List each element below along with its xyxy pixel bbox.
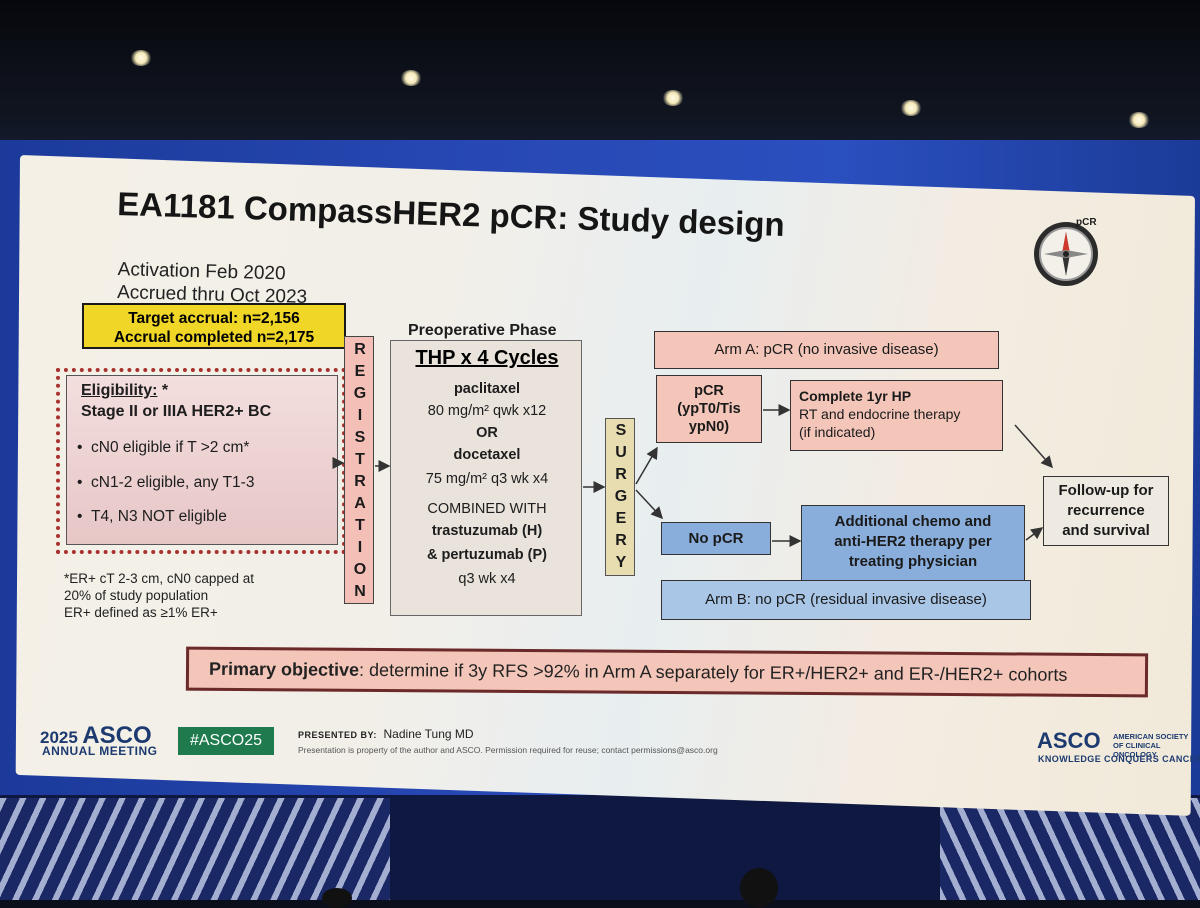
eligibility-stage: Stage II or IIIA HER2+ BC xyxy=(81,403,272,420)
accrual-box: Target accrual: n=2,156 Accrual complete… xyxy=(82,303,346,349)
registration-letter: A xyxy=(354,495,366,512)
surgery-letter: G xyxy=(614,488,628,505)
footnote-line: ER+ defined as ≥1% ER+ xyxy=(64,605,218,620)
surgery-letter: U xyxy=(615,444,627,461)
surgery-letter: R xyxy=(615,466,627,483)
disclaimer: Presentation is property of the author a… xyxy=(298,745,718,755)
surgery-letter: Y xyxy=(615,554,627,571)
regimen-line: OR xyxy=(476,425,498,441)
thp-regimen-box: THP x 4 Cycles paclitaxel 80 mg/m² qwk x… xyxy=(390,340,582,616)
registration-letter: T xyxy=(355,517,365,534)
ceiling-light xyxy=(900,100,922,116)
arrow-surgery-to-no-pcr xyxy=(635,489,664,520)
footnote-line: *ER+ cT 2-3 cm, cN0 capped at xyxy=(64,571,254,586)
objective-label: Primary objective xyxy=(208,658,360,680)
stage-decor-left xyxy=(0,798,390,900)
arrow-surgery-to-pcr xyxy=(635,446,658,485)
stage-decor-right xyxy=(940,798,1200,900)
presenter-line: PRESENTED BY: Nadine Tung MD xyxy=(298,727,474,741)
regimen-line: 75 mg/m² q3 wk x4 xyxy=(425,471,549,487)
complete-hp-box: Complete 1yr HP RT and endocrine therapy… xyxy=(790,380,1003,451)
registration-letter: R xyxy=(354,341,366,358)
surgery-letter: R xyxy=(615,532,627,549)
regimen-line: COMBINED WITH xyxy=(427,501,547,517)
arrow-chemo-to-followup xyxy=(1025,527,1044,541)
hashtag-badge: #ASCO25 xyxy=(178,727,274,755)
eligibility-asterisk: * xyxy=(157,382,169,399)
footnote-line: 20% of study population xyxy=(64,588,209,603)
asco-society-logo: ASCO xyxy=(1037,728,1101,754)
arrow-hp-to-followup xyxy=(1014,424,1053,469)
surgery-column: S U R G E R Y xyxy=(605,418,635,576)
compass-label: pCR xyxy=(1076,217,1097,228)
ceiling-light xyxy=(130,50,152,66)
chemo-line: Additional chemo and xyxy=(834,513,992,530)
registration-letter: E xyxy=(354,363,366,380)
eligibility-item: • T4, N3 NOT eligible xyxy=(77,508,227,525)
eligibility-box: Eligibility: * Stage II or IIIA HER2+ BC… xyxy=(66,375,338,545)
no-pcr-box: No pCR xyxy=(661,522,771,555)
target-accrual: Target accrual: n=2,156 xyxy=(128,310,300,327)
society-name: AMERICAN SOCIETY OF CLINICAL ONCOLOGY xyxy=(1113,732,1189,759)
primary-objective-box: Primary objective: determine if 3y RFS >… xyxy=(185,646,1149,698)
surgery-letter: S xyxy=(615,422,627,439)
thp-title: THP x 4 Cycles xyxy=(415,347,559,369)
ceiling-light xyxy=(400,70,422,86)
arm-a-box: Arm A: pCR (no invasive disease) xyxy=(654,331,999,369)
registration-letter: I xyxy=(357,539,363,556)
meeting-year: 2025 xyxy=(40,728,78,747)
regimen-line: trastuzumab (H) xyxy=(431,523,543,539)
hp-line: (if indicated) xyxy=(799,424,876,440)
asco-wordmark-right: ASCO xyxy=(1037,728,1101,753)
registration-column: R E G I S T R A T I O N xyxy=(344,336,374,604)
surgery-letter: E xyxy=(615,510,627,527)
regimen-line: paclitaxel xyxy=(453,381,521,397)
asco-tagline: KNOWLEDGE CONQUERS CANCER xyxy=(1038,754,1200,764)
pcr-line: (ypT0/Tis xyxy=(677,401,741,417)
hp-line: Complete 1yr HP xyxy=(799,388,912,404)
arm-b-box: Arm B: no pCR (residual invasive disease… xyxy=(661,580,1031,620)
presented-by-label: PRESENTED BY: xyxy=(298,730,377,740)
followup-line: and survival xyxy=(1062,522,1150,539)
asco-annual-meeting-logo: 2025 ASCO xyxy=(40,722,152,750)
followup-box: Follow-up for recurrence and survival xyxy=(1043,476,1169,546)
registration-letter: G xyxy=(353,385,367,402)
followup-line: recurrence xyxy=(1067,502,1145,519)
hp-line: RT and endocrine therapy xyxy=(799,406,961,422)
ceiling-light xyxy=(1128,112,1150,128)
asco-wordmark: ASCO xyxy=(82,722,152,749)
regimen-line: 80 mg/m² qwk x12 xyxy=(427,403,547,419)
compass-icon xyxy=(1030,218,1106,293)
annual-meeting-label: ANNUAL MEETING xyxy=(42,744,158,758)
preoperative-phase-label: Preoperative Phase xyxy=(408,322,557,339)
chemo-line: treating physician xyxy=(848,553,978,570)
regimen-line: & pertuzumab (P) xyxy=(426,547,548,563)
registration-letter: R xyxy=(354,473,366,490)
regimen-line: q3 wk x4 xyxy=(458,571,516,587)
presenter-name: Nadine Tung MD xyxy=(383,727,474,741)
eligibility-header: Eligibility: xyxy=(81,382,158,399)
regimen-line: docetaxel xyxy=(453,447,521,463)
registration-letter: T xyxy=(355,451,365,468)
ceiling-light xyxy=(662,90,684,106)
eligibility-item: • cN0 eligible if T >2 cm* xyxy=(77,439,250,456)
chemo-line: anti-HER2 therapy per xyxy=(834,533,992,550)
pcr-line: pCR xyxy=(694,383,724,399)
followup-line: Follow-up for xyxy=(1058,482,1154,499)
objective-text: : determine if 3y RFS >92% in Arm A sepa… xyxy=(359,659,1068,685)
pcr-box: pCR (ypT0/Tis ypN0) xyxy=(656,375,762,443)
registration-letter: O xyxy=(353,561,367,578)
eligibility-item: • cN1-2 eligible, any T1-3 xyxy=(77,474,255,491)
pcr-line: ypN0) xyxy=(688,419,730,435)
eligibility-footnote: *ER+ cT 2-3 cm, cN0 capped at 20% of stu… xyxy=(64,570,254,621)
additional-chemo-box: Additional chemo and anti-HER2 therapy p… xyxy=(801,505,1025,581)
registration-letter: N xyxy=(354,583,366,600)
accrual-completed: Accrual completed n=2,175 xyxy=(113,329,315,346)
registration-letter: I xyxy=(357,407,363,424)
registration-letter: S xyxy=(354,429,366,446)
